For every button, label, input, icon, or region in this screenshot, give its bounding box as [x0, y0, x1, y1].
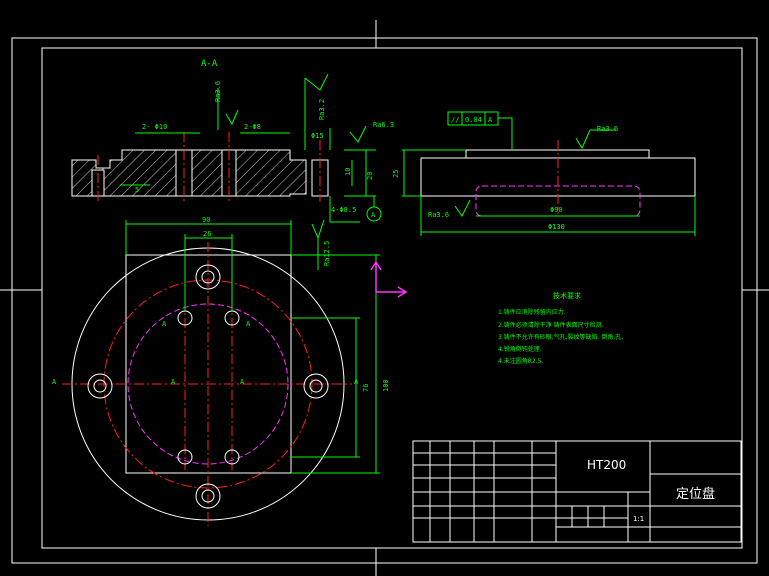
tech-item-3: 3.铸件不允许有砂眼,气孔,裂纹等缺陷. 倒角,孔, [498, 333, 623, 341]
tech-requirements: 技术要求 1.铸件应消除残留内应力. 2.铸件必须清除干净 铸件表面尺寸检测. … [498, 291, 623, 365]
side-ra-top [575, 129, 591, 150]
ucs-y-arrow [370, 260, 382, 271]
section-mark-6: A [246, 320, 251, 328]
inner-frame [41, 47, 743, 549]
side-ra-left [454, 199, 471, 217]
ra-top-text: Ra3.6 [214, 81, 222, 102]
plan-view: 90 26 76 100 A A A A A A [52, 216, 390, 526]
title-block-text: HT200 定位盘 1:1 [587, 458, 715, 523]
tol-value: 0.04 [465, 116, 482, 124]
section-centerlines [97, 132, 321, 202]
hole-left-inner [93, 379, 107, 393]
pin-hole-3 [177, 449, 193, 465]
dim-90-text: 90 [202, 216, 210, 224]
ra-v2-text: Ra6.3 [373, 121, 394, 129]
bore-text: Φ15 [311, 132, 324, 140]
side-view: // 0.04 A Ra3.6 Ra3.6 25 Φ90 Φ130 [392, 111, 696, 236]
tech-item-2: 2.铸件必须清除干净 铸件表面尺寸检测. [498, 321, 604, 329]
ra-v1-text: Ra3.2 [318, 99, 326, 120]
ucs-icon [370, 260, 408, 298]
datum-letter: A [371, 211, 376, 219]
tol-symbol: // [451, 116, 459, 124]
ucs-x-arrow [397, 286, 408, 298]
outer-frame [11, 37, 758, 564]
hole-right-inner [309, 379, 323, 393]
hole-right-outer [303, 373, 329, 399]
section-label: A-A [201, 59, 218, 69]
depth-text: 10 [344, 168, 352, 176]
sheet-frame [0, 20, 769, 576]
hole-top-inner [201, 270, 215, 284]
ra-symbol-v2 [349, 125, 367, 143]
plan-dimensions [125, 220, 380, 474]
tech-title: 技术要求 [553, 291, 581, 300]
ra-symbol-top [225, 109, 239, 126]
tol-datum: A [488, 116, 493, 124]
tolerance-leader [498, 117, 513, 150]
section-mark-1: A [52, 378, 57, 386]
holes-right-text: 2-Φ8 [244, 123, 261, 131]
section-view: A-A [71, 59, 394, 270]
plan-holes [87, 264, 329, 509]
dim-100-text: 100 [382, 379, 390, 392]
side-ra-left-text: Ra3.6 [428, 211, 449, 219]
tech-item-4: 4.锐角倒钝处理. [498, 345, 542, 353]
holes-left-text: 2- Φ10 [142, 123, 167, 131]
section-mark-2: A [171, 378, 176, 386]
thread-text: 4-Φ8.5 [331, 206, 356, 214]
section-mark-3: A [240, 378, 245, 386]
ra-bottom-text: Ra12.5 [323, 241, 331, 266]
section-mark-4: A [354, 378, 359, 386]
hole-top-outer [195, 264, 221, 290]
dim-76-text: 76 [362, 384, 370, 392]
ra-symbol-v1 [304, 73, 329, 91]
tech-item-5: 4.未注圆角R2.5. [498, 357, 543, 365]
section-mark-5: A [162, 320, 167, 328]
side-text: // 0.04 A Ra3.6 Ra3.6 25 Φ90 Φ130 [392, 116, 618, 231]
title-block [412, 440, 742, 543]
dim-left-text: 5 [135, 186, 139, 194]
side-outer-text: Φ130 [548, 223, 565, 231]
plan-text: 90 26 76 100 A A A A A A [52, 216, 390, 392]
section-dimensions [120, 73, 382, 270]
side-inner-text: Φ90 [550, 206, 563, 214]
side-ra-top-text: Ra3.6 [597, 125, 618, 133]
side-height-text: 25 [392, 170, 400, 178]
hole-bottom-outer [195, 483, 221, 509]
material-text: HT200 [587, 458, 626, 472]
part-title: 定位盘 [676, 486, 715, 502]
hole-bottom-inner [201, 489, 215, 503]
dim-26-text: 26 [203, 230, 211, 238]
scale-text: 1:1 [633, 515, 644, 523]
side-dimensions [402, 111, 696, 236]
height-text: 20 [366, 172, 374, 180]
section-text: 2- Φ10 2-Φ8 Ra3.6 Ra3.2 Ra6.3 Φ15 10 20 … [135, 81, 394, 266]
hole-left-outer [87, 373, 113, 399]
pin-hole-4 [224, 449, 240, 465]
ra-symbol-bottom [311, 219, 325, 240]
tech-item-1: 1.铸件应消除残留内应力. [498, 308, 566, 316]
